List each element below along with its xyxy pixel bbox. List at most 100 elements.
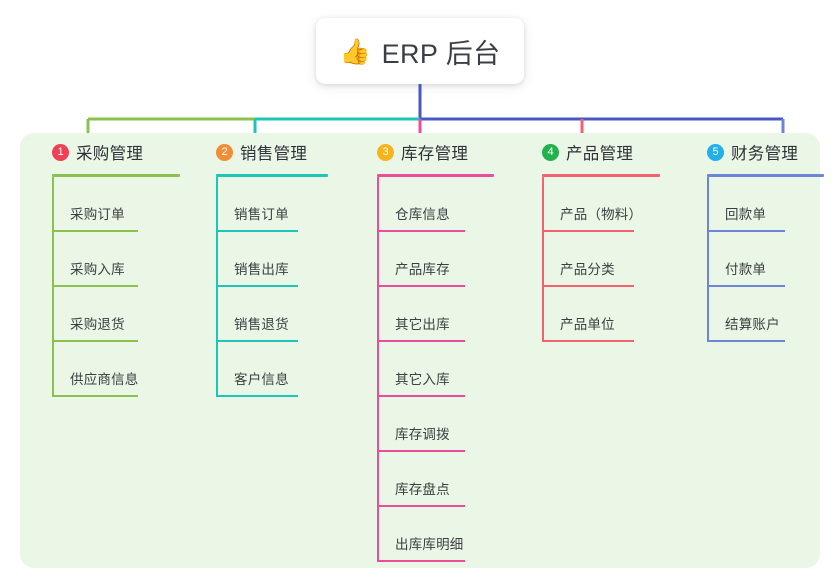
branch-column-3: 3 库存管理仓库信息产品库存其它出库其它入库库存调拨库存盘点出库库明细	[363, 133, 494, 562]
branch-item-rule	[216, 340, 298, 342]
branch-item-rule	[52, 285, 138, 287]
branch-header-rule	[707, 174, 824, 177]
branch-header[interactable]: 1 采购管理	[38, 133, 180, 171]
branch-item-label: 采购订单	[70, 207, 125, 222]
root-node[interactable]: 👍 ERP 后台	[316, 18, 524, 84]
branch-item-label: 产品库存	[395, 262, 450, 277]
branch-item[interactable]: 供应商信息	[38, 342, 180, 397]
branch-header[interactable]: 2 销售管理	[202, 133, 328, 171]
branch-item-rule	[542, 230, 634, 232]
branch-items: 仓库信息产品库存其它出库其它入库库存调拨库存盘点出库库明细	[363, 177, 494, 562]
branch-item[interactable]: 出库库明细	[363, 507, 494, 562]
branch-spine	[707, 177, 709, 342]
branch-item-rule	[216, 395, 298, 397]
branch-item[interactable]: 产品分类	[528, 232, 660, 287]
branch-items: 采购订单采购入库采购退货供应商信息	[38, 177, 180, 397]
branch-header[interactable]: 5 财务管理	[693, 133, 824, 171]
branch-item[interactable]: 产品单位	[528, 287, 660, 342]
branch-item-rule	[52, 230, 138, 232]
root-title: ERP 后台	[381, 38, 501, 69]
branch-header[interactable]: 4 产品管理	[528, 133, 660, 171]
branch-item[interactable]: 采购退货	[38, 287, 180, 342]
branch-number-badge: 4	[542, 143, 559, 161]
branch-item[interactable]: 其它出库	[363, 287, 494, 342]
branch-number-badge: 5	[707, 143, 724, 161]
branch-item-rule	[377, 230, 465, 232]
branch-item[interactable]: 产品库存	[363, 232, 494, 287]
branch-item[interactable]: 产品（物料）	[528, 177, 660, 232]
branch-item[interactable]: 采购订单	[38, 177, 180, 232]
branch-item-label: 销售订单	[234, 207, 289, 222]
branch-item-label: 客户信息	[234, 372, 289, 387]
branch-title: 财务管理	[731, 145, 799, 163]
branch-column-2: 2 销售管理销售订单销售出库销售退货客户信息	[202, 133, 328, 397]
branch-column-1: 1 采购管理采购订单采购入库采购退货供应商信息	[38, 133, 180, 397]
branch-item-label: 产品单位	[560, 317, 615, 332]
branch-title: 产品管理	[566, 145, 634, 163]
branch-item-label: 付款单	[725, 262, 767, 277]
branch-header[interactable]: 3 库存管理	[363, 133, 494, 171]
branch-item-label: 库存盘点	[395, 482, 450, 497]
branch-item-label: 采购入库	[70, 262, 125, 277]
branch-item[interactable]: 客户信息	[202, 342, 328, 397]
branch-item-label: 采购退货	[70, 317, 125, 332]
branch-item-rule	[542, 340, 634, 342]
branch-item[interactable]: 结算账户	[693, 287, 824, 342]
branch-item-rule	[216, 230, 298, 232]
branch-item[interactable]: 销售订单	[202, 177, 328, 232]
branch-number-badge: 2	[216, 143, 233, 161]
branch-spine	[377, 177, 379, 562]
branch-item-rule	[377, 505, 465, 507]
branch-title: 库存管理	[401, 145, 469, 163]
branch-spine	[216, 177, 218, 397]
branch-item[interactable]: 回款单	[693, 177, 824, 232]
branch-item-rule	[707, 285, 785, 287]
branch-item-label: 回款单	[725, 207, 767, 222]
branch-items: 销售订单销售出库销售退货客户信息	[202, 177, 328, 397]
branch-item-rule	[377, 450, 465, 452]
branch-number-badge: 1	[52, 143, 69, 161]
branch-number-badge: 3	[377, 143, 394, 161]
branch-item-rule	[377, 285, 465, 287]
branch-spine	[542, 177, 544, 342]
branch-item-rule	[707, 230, 785, 232]
branch-header-rule	[216, 174, 328, 177]
branches-panel	[20, 133, 820, 568]
thumbs-up-icon: 👍	[339, 37, 371, 66]
branch-item[interactable]: 销售出库	[202, 232, 328, 287]
branch-header-rule	[52, 174, 180, 177]
branch-items: 回款单付款单结算账户	[693, 177, 824, 342]
branch-item-rule	[542, 285, 634, 287]
branch-title: 销售管理	[240, 145, 308, 163]
branch-item-rule	[377, 395, 465, 397]
branch-item-rule	[377, 340, 465, 342]
branch-item[interactable]: 库存调拨	[363, 397, 494, 452]
branch-item-rule	[52, 395, 138, 397]
branch-column-4: 4 产品管理产品（物料） 产品分类产品单位	[528, 133, 660, 342]
branch-item[interactable]: 仓库信息	[363, 177, 494, 232]
branch-item-label: 其它出库	[395, 317, 450, 332]
branch-header-rule	[377, 174, 494, 177]
branch-header-rule	[542, 174, 660, 177]
branch-item-label: 库存调拨	[395, 427, 450, 442]
branch-item[interactable]: 库存盘点	[363, 452, 494, 507]
branch-item-label: 仓库信息	[395, 207, 450, 222]
branch-column-5: 5 财务管理回款单付款单结算账户	[693, 133, 824, 342]
branch-items: 产品（物料） 产品分类产品单位	[528, 177, 660, 342]
branch-item-label: 其它入库	[395, 372, 450, 387]
branch-spine	[52, 177, 54, 397]
branch-item-rule	[707, 340, 785, 342]
branch-item-label: 结算账户	[725, 317, 780, 332]
branch-columns: 1 采购管理采购订单采购入库采购退货供应商信息 2 销售管理销售订单销售出库销售退货客…	[20, 133, 824, 568]
branch-item-label: 产品分类	[560, 262, 615, 277]
branch-item-label: 销售出库	[234, 262, 289, 277]
branch-item[interactable]: 销售退货	[202, 287, 328, 342]
branch-item[interactable]: 其它入库	[363, 342, 494, 397]
branch-item-rule	[377, 560, 465, 562]
branch-item-label: 销售退货	[234, 317, 289, 332]
branch-title: 采购管理	[76, 145, 144, 163]
branch-item-label: 产品（物料）	[560, 207, 643, 222]
branch-item[interactable]: 采购入库	[38, 232, 180, 287]
branch-item[interactable]: 付款单	[693, 232, 824, 287]
